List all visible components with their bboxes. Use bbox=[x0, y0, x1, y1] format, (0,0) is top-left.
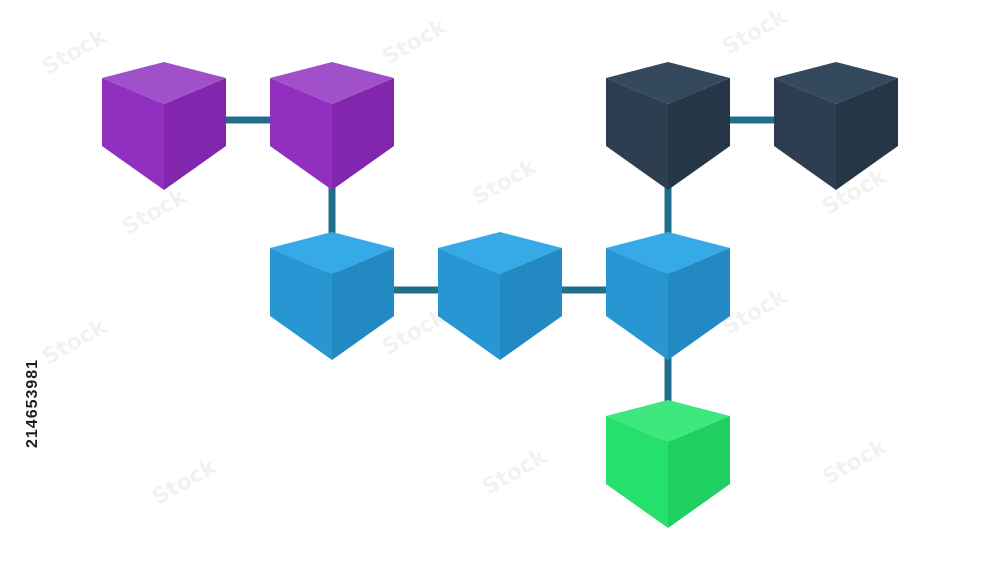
cube-right-face bbox=[500, 248, 562, 360]
cube-dark-1 bbox=[606, 62, 730, 190]
cube-top-face bbox=[606, 232, 730, 274]
cube-top-face bbox=[438, 232, 562, 274]
cube-top-face bbox=[270, 232, 394, 274]
cube-right-face bbox=[668, 248, 730, 360]
cube-left-face bbox=[774, 78, 836, 190]
cube-left-face bbox=[606, 78, 668, 190]
cube-left-face bbox=[270, 78, 332, 190]
cube-left-face bbox=[102, 78, 164, 190]
cube-right-face bbox=[164, 78, 226, 190]
image-id-label: 214653981 bbox=[24, 358, 41, 448]
cube-right-face bbox=[836, 78, 898, 190]
cube-right-face bbox=[332, 248, 394, 360]
cube-right-face bbox=[668, 416, 730, 528]
cube-left-face bbox=[606, 248, 668, 360]
cube-blue-3 bbox=[606, 232, 730, 360]
cube-green-1 bbox=[606, 400, 730, 528]
cube-top-face bbox=[270, 62, 394, 104]
cube-left-face bbox=[438, 248, 500, 360]
cube-left-face bbox=[606, 416, 668, 528]
cube-dark-2 bbox=[774, 62, 898, 190]
cube-purple-1 bbox=[102, 62, 226, 190]
cube-top-face bbox=[774, 62, 898, 104]
cube-right-face bbox=[668, 78, 730, 190]
cube-top-face bbox=[102, 62, 226, 104]
cube-blue-2 bbox=[438, 232, 562, 360]
cube-top-face bbox=[606, 62, 730, 104]
cube-nodes bbox=[102, 62, 898, 528]
cube-top-face bbox=[606, 400, 730, 442]
cube-right-face bbox=[332, 78, 394, 190]
cube-purple-2 bbox=[270, 62, 394, 190]
cube-blue-1 bbox=[270, 232, 394, 360]
cube-left-face bbox=[270, 248, 332, 360]
